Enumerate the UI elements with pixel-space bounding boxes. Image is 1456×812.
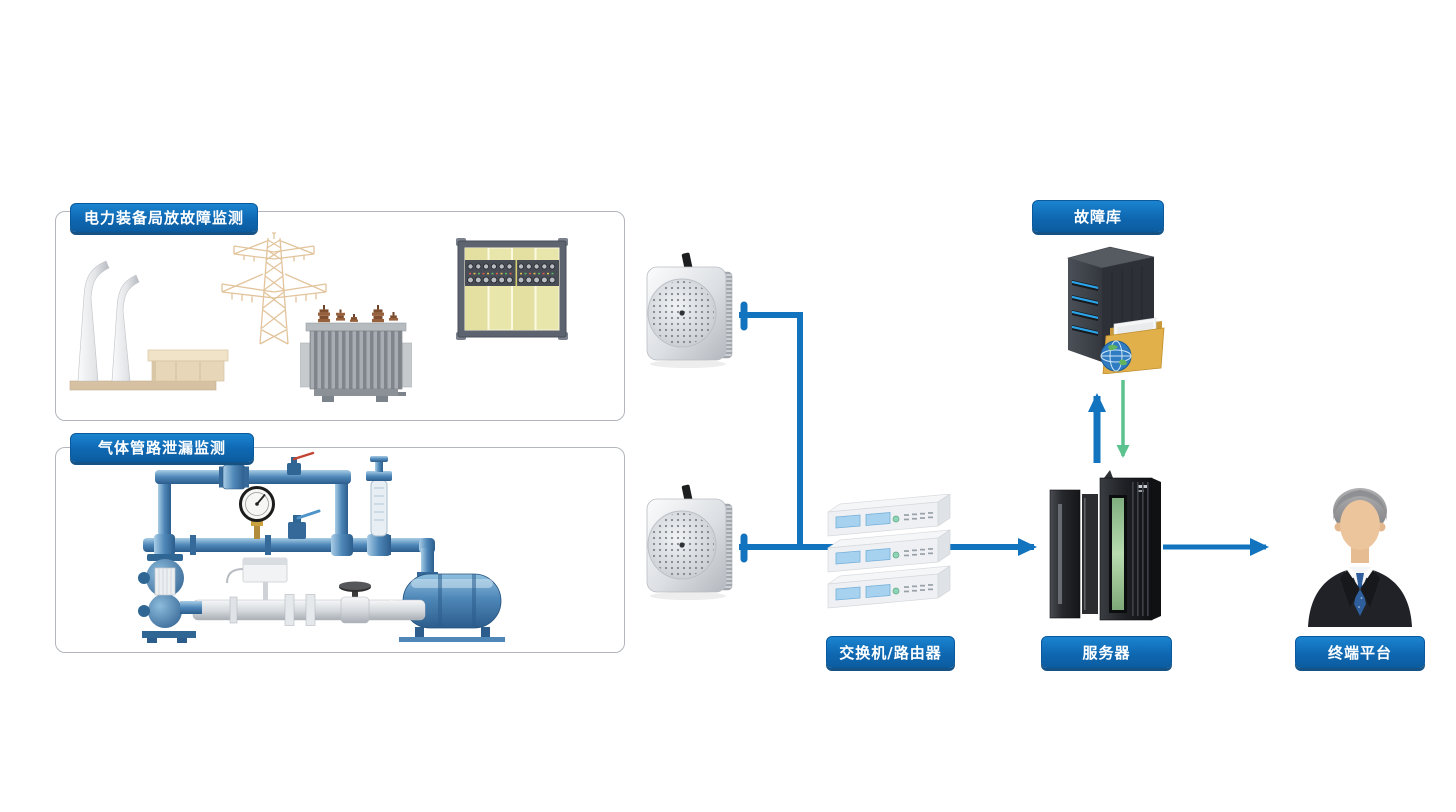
power-plant-icon — [69, 260, 229, 391]
gas-piping-icon — [138, 451, 505, 643]
power-zone-badge: 电力装备局放故障监测 — [70, 203, 258, 232]
acoustic-sensor-icon — [646, 484, 733, 600]
bushings — [318, 305, 398, 323]
server-rack-icon — [1049, 470, 1161, 621]
gas-zone-badge: 气体管路泄漏监测 — [70, 433, 254, 462]
operator-person-icon — [1308, 488, 1412, 627]
fault-db-label: 故障库 — [1073, 207, 1122, 226]
switch-unit — [827, 565, 951, 609]
acoustic-sensor-icon — [646, 252, 733, 368]
transformer-icon — [300, 305, 412, 402]
switchgear-icon — [456, 238, 568, 340]
switch-router-badge: 交换机/路由器 — [826, 636, 955, 668]
switch-unit — [827, 494, 951, 537]
server-label: 服务器 — [1082, 643, 1131, 662]
switch-stack-icon — [827, 494, 951, 609]
power-zone-label: 电力装备局放故障监测 — [83, 209, 244, 227]
gas-zone-label: 气体管路泄漏监测 — [97, 439, 226, 457]
switch-unit — [827, 529, 951, 573]
server-badge: 服务器 — [1041, 636, 1172, 668]
transmission-tower-icon — [221, 232, 327, 345]
switch-router-label: 交换机/路由器 — [839, 643, 942, 662]
terminal-badge: 终端平台 — [1295, 636, 1425, 668]
terminal-label: 终端平台 — [1327, 643, 1392, 662]
connector-sensor1-line — [739, 312, 803, 547]
database-folder-icon — [1066, 246, 1165, 374]
fault-db-badge: 故障库 — [1032, 200, 1164, 232]
